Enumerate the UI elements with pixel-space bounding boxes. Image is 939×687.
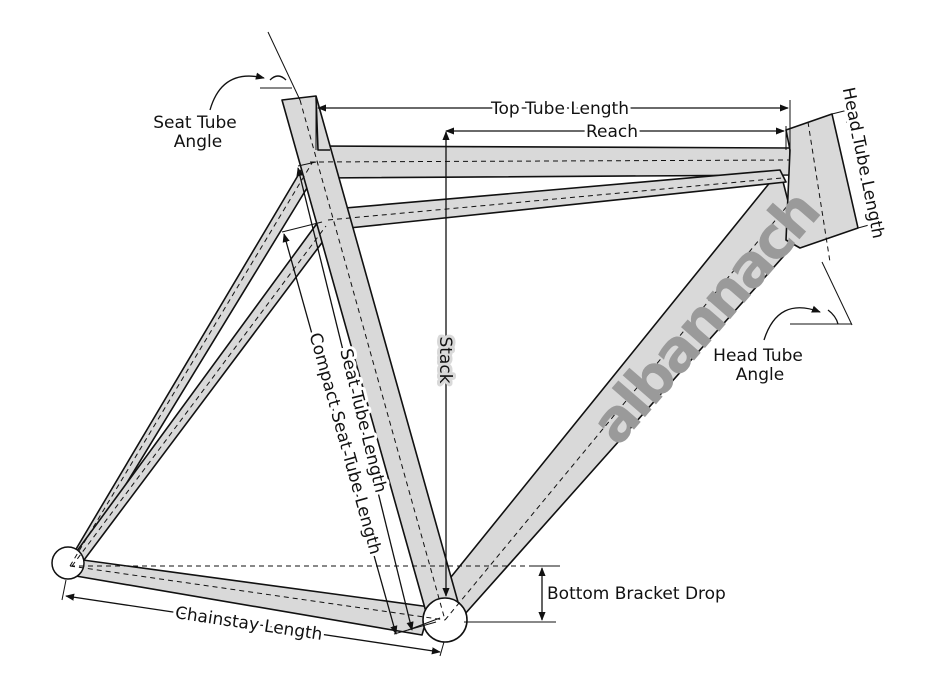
chainstay-length-line	[65, 593, 441, 655]
compact-top-tube	[321, 169, 787, 231]
compact-seat-tube-length-ext-top	[281, 221, 323, 233]
top-tube-centre-line	[309, 159, 791, 163]
reach-label: Reach	[586, 122, 638, 142]
head-tube-centre-line	[807, 121, 831, 263]
top-tube-length-dimension: Top Tube Length	[315, 96, 791, 150]
seat-tube-angle-arc	[269, 75, 287, 81]
seat-tube-length-ext-top	[297, 161, 317, 167]
seat-tube-angle-label-line2: Angle	[174, 132, 222, 152]
seat-tube-notch	[315, 95, 330, 151]
top-tube-length-label: Top Tube Length	[490, 99, 629, 119]
brand-logo: albannach	[577, 179, 832, 458]
seat-tube-angle-label-line1: Seat Tube	[153, 113, 237, 133]
seat-tube-angle-leader	[209, 72, 265, 111]
bottom-bracket-drop-label: Bottom Bracket Drop	[547, 584, 726, 604]
head-tube-angle-label-line2: Angle	[736, 365, 784, 385]
compact-seat-tube-length-line	[282, 233, 398, 635]
rear-dropout	[51, 546, 85, 580]
stack-label: Stack	[435, 336, 455, 383]
head-tube-length-ext-top	[831, 107, 857, 115]
seat-stay-upper	[65, 161, 319, 567]
chainstay-length-ext-right	[439, 641, 445, 657]
head-tube-angle-indicator: Head Tube Angle	[713, 261, 853, 385]
chainstay-length-ext-left	[61, 579, 67, 601]
reach-dimension: Reach	[445, 119, 787, 150]
stack-dimension: Stack	[432, 131, 458, 597]
head-tube-length-ext-bottom	[857, 221, 881, 229]
head-tube-angle-leader	[763, 305, 821, 341]
bottom-bracket-drop-dimension: Bottom Bracket Drop	[464, 565, 726, 623]
seat-tube-angle-extension-line	[267, 31, 301, 101]
head-tube-length-line	[846, 113, 872, 223]
seat-stay-centre-line	[69, 162, 313, 567]
head-tube-angle-extension-line	[821, 261, 853, 326]
head-tube-angle-label-line1: Head Tube	[713, 346, 803, 366]
seat-tube-angle-indicator: Seat Tube Angle	[153, 31, 301, 152]
head-tube-angle-arc	[827, 309, 839, 325]
